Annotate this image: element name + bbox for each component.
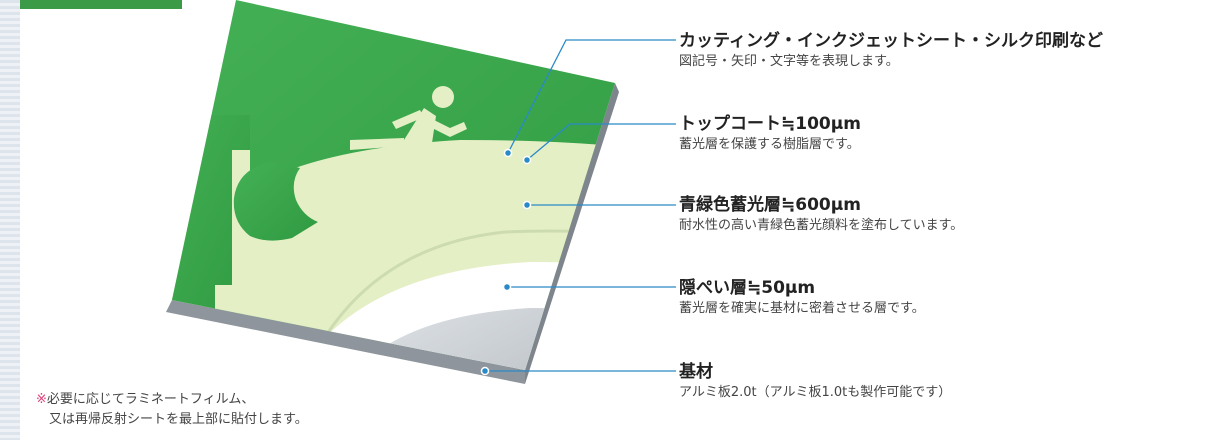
layer-description: 図記号・矢印・文字等を表現します。 xyxy=(679,54,899,69)
leader-dot-hiding xyxy=(502,282,512,292)
callout-base-layer: 基材 アルミ板2.0t（アルミ板1.0tも製作可能です） xyxy=(679,361,951,403)
callout-topcoat-layer: トップコート≒100μm 蓄光層を保護する樹脂層です。 xyxy=(679,113,861,155)
layer-title: トップコート≒100μm xyxy=(679,114,861,134)
callout-hiding-layer: 隠ぺい層≒50μm 蓄光層を確実に基材に密着させる層です。 xyxy=(679,277,925,319)
note-line-2: 又は再帰反射シートを最上部に貼付します。 xyxy=(49,412,308,427)
wave-cutout-shape xyxy=(233,162,318,241)
layer-title: 隠ぺい層≒50μm xyxy=(679,278,816,298)
running-person-icon xyxy=(350,86,467,172)
note-mark: ※ xyxy=(36,392,47,407)
leader-dot-print xyxy=(503,148,513,158)
leader-dot-base xyxy=(480,366,490,376)
leader-dots xyxy=(480,148,532,376)
callout-phosphor-layer: 青緑色蓄光層≒600μm 耐水性の高い青緑色蓄光顔料を塗布しています。 xyxy=(679,194,963,236)
layer-title: カッティング・インクジェットシート・シルク印刷など xyxy=(679,31,1103,51)
plate-bottom-edge xyxy=(166,300,525,384)
note-line-1: 必要に応じてラミネートフィルム、 xyxy=(46,392,255,407)
leader-dot-phosphor xyxy=(522,200,532,210)
leader-dot-topcoat xyxy=(522,155,532,165)
leader-lines xyxy=(485,39,676,372)
plate-right-edge xyxy=(525,83,619,384)
header-accent-tab xyxy=(20,0,182,9)
layer-title: 青緑色蓄光層≒600μm xyxy=(679,195,861,215)
layer-title: 基材 xyxy=(679,362,713,382)
callout-print-layer: カッティング・インクジェットシート・シルク印刷など 図記号・矢印・文字等を表現し… xyxy=(679,30,1103,72)
footnote: ※必要に応じてラミネートフィルム、 又は再帰反射シートを最上部に貼付します。 xyxy=(36,390,308,430)
layer-description: アルミ板2.0t（アルミ板1.0tも製作可能です） xyxy=(679,385,952,400)
leader-line-topcoat xyxy=(526,123,676,161)
layer-description: 耐水性の高い青緑色蓄光顔料を塗布しています。 xyxy=(679,218,964,233)
side-stripe-decoration xyxy=(0,0,20,440)
leader-line-print xyxy=(507,39,676,154)
layer-description: 蓄光層を保護する樹脂層です。 xyxy=(679,137,860,152)
layer-description: 蓄光層を確実に基材に密着させる層です。 xyxy=(679,301,925,316)
